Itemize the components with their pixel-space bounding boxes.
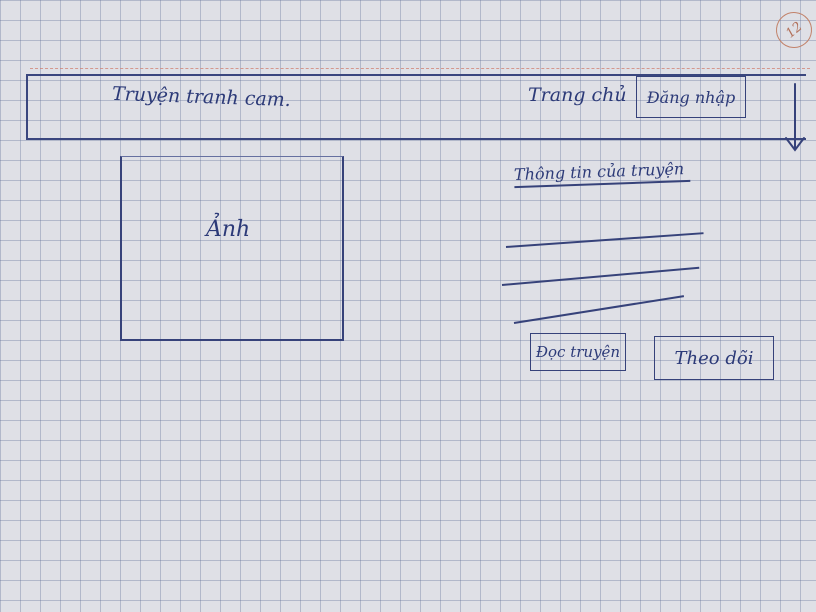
description-line	[513, 295, 685, 324]
header-bar	[26, 74, 806, 140]
image-label: Ảnh	[206, 217, 251, 242]
info-heading: Thông tin của truyện	[513, 158, 691, 189]
down-arrow-icon[interactable]	[782, 82, 808, 156]
description-line	[501, 266, 700, 286]
follow-button[interactable]: Theo dõi	[654, 336, 774, 380]
page-number: 12	[768, 4, 816, 56]
login-button[interactable]: Đăng nhập	[636, 76, 746, 118]
description-line	[505, 232, 704, 248]
margin-line	[30, 68, 810, 69]
image-placeholder: Ảnh	[120, 156, 344, 341]
read-button[interactable]: Đọc truyện	[530, 333, 626, 371]
home-link[interactable]: Trang chủ	[528, 84, 627, 106]
